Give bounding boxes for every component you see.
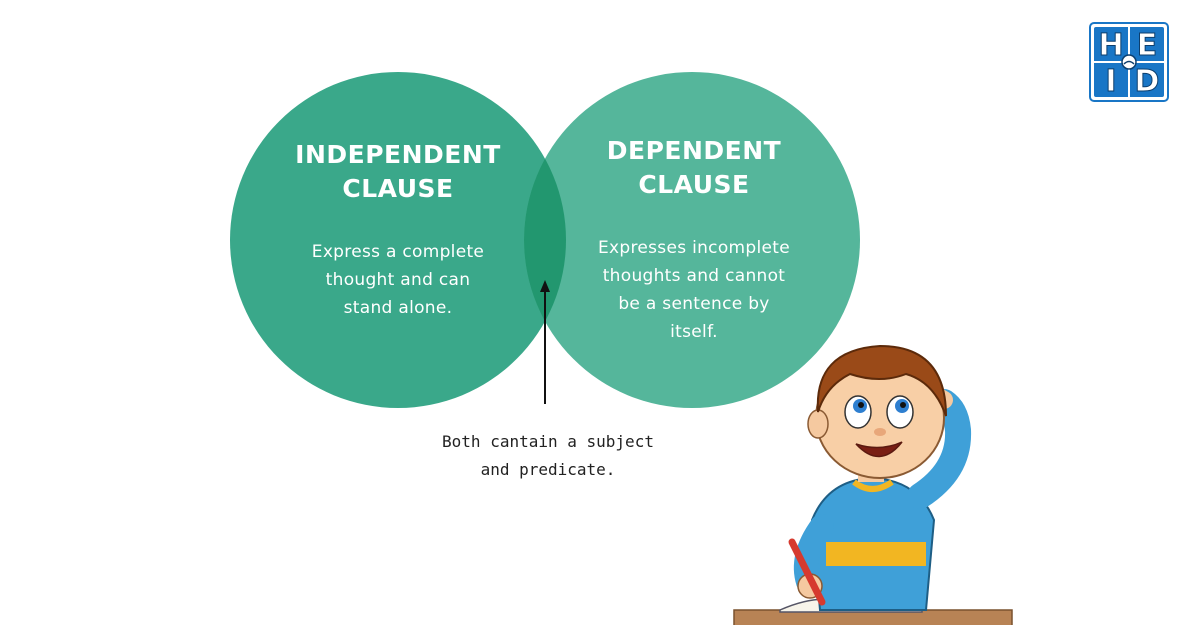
left-circle	[230, 72, 566, 408]
shirt-stripe	[826, 542, 926, 566]
dependent-clause-description: Expresses incomplete thoughts and cannot…	[562, 234, 826, 346]
overlap-note: Both cantain a subject and predicate.	[398, 428, 698, 484]
description-line: thought and can	[325, 270, 471, 290]
heading-line: CLAUSE	[342, 174, 454, 203]
brand-logo: H E I D	[1089, 22, 1169, 102]
note-line: Both cantain a subject	[442, 432, 654, 451]
heading-line: DEPENDENT	[606, 136, 782, 165]
pointer-arrow	[540, 280, 550, 404]
note-line: and predicate.	[480, 460, 616, 479]
student-illustration	[733, 344, 1013, 625]
raised-arm	[907, 389, 972, 509]
heading-line: CLAUSE	[638, 170, 750, 199]
description-line: be a sentence by	[618, 294, 770, 314]
logo-letter: E	[1137, 28, 1158, 63]
description-line: Expresses incomplete	[597, 238, 790, 258]
description-line: thoughts and cannot	[602, 266, 786, 286]
hair	[816, 344, 947, 417]
description-line: itself.	[670, 322, 718, 342]
heading-line: INDEPENDENT	[295, 140, 501, 169]
logo-letter: H	[1098, 28, 1123, 63]
smile	[855, 441, 903, 458]
description-line: Express a complete	[311, 242, 485, 262]
description-line: stand alone.	[343, 298, 453, 318]
logo-letter: I	[1105, 64, 1116, 99]
independent-clause-description: Express a complete thought and can stand…	[268, 238, 528, 322]
dependent-clause-heading: DEPENDENT CLAUSE	[564, 134, 824, 202]
logo-letter: D	[1135, 64, 1160, 99]
right-circle	[524, 72, 860, 408]
pencil	[788, 538, 826, 606]
independent-clause-heading: INDEPENDENT CLAUSE	[268, 138, 528, 206]
